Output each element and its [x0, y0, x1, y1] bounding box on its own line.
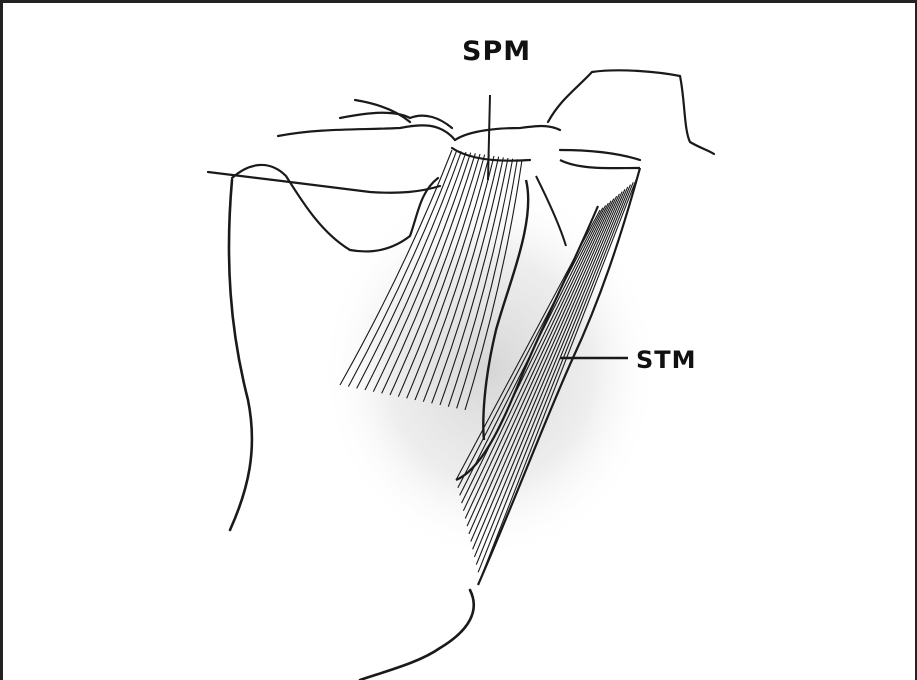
stm-label: STM	[636, 346, 697, 374]
spm-label: SPM	[462, 36, 531, 67]
spm-pointer-line	[488, 95, 490, 180]
